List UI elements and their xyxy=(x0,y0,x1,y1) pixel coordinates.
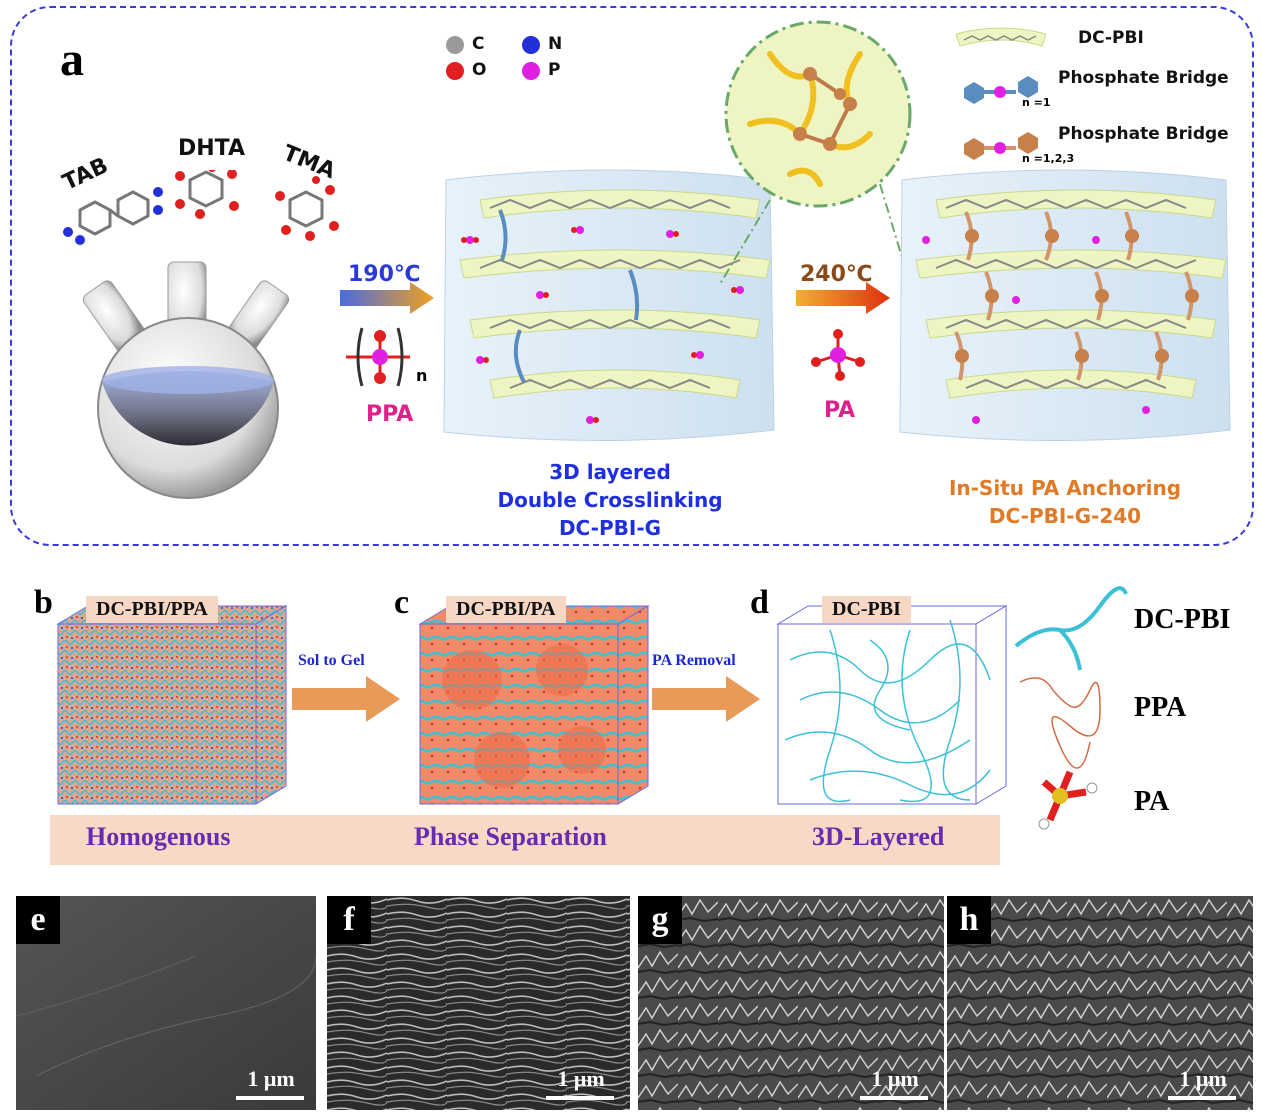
state-3d-layered: 3D-Layered xyxy=(812,822,945,851)
ppa-structure-icon xyxy=(346,327,410,387)
atom-p-icon xyxy=(522,62,540,80)
pa-molecule-3d-icon xyxy=(1038,770,1098,830)
panel-letter-d: d xyxy=(750,584,769,621)
phosphate-bridge-n1-icon xyxy=(964,76,1038,104)
dc-pbi-g-layered-structure-illustration xyxy=(443,169,775,442)
caption-right: In-Situ PA Anchoring DC-PBI-G-240 xyxy=(900,474,1230,530)
atom-o-label: O xyxy=(472,60,487,80)
scale-bar-g xyxy=(860,1096,928,1100)
simulation-box-homogenous xyxy=(56,605,288,805)
scale-label-g: 1 μm xyxy=(871,1066,919,1091)
panel-letter-c: c xyxy=(394,584,410,621)
simulation-legend-icons xyxy=(1014,586,1128,830)
box-label-dc-pbi-ppa: DC-PBI/PPA xyxy=(86,596,218,623)
arrow-label-pa-removal: PA Removal xyxy=(652,652,736,669)
box-label-dc-pbi-pa: DC-PBI/PA xyxy=(446,596,566,623)
dc-pbi-sheet-icon xyxy=(956,27,1046,47)
sol-to-gel-arrow-icon xyxy=(292,676,400,722)
scale-bar-h xyxy=(1168,1096,1236,1100)
legend-dc-pbi-text: DC-PBI xyxy=(1134,604,1231,635)
sem-letter-f: f xyxy=(327,896,371,944)
molecule-label-dhta: DHTA xyxy=(178,136,245,161)
three-neck-flask-icon xyxy=(82,261,290,499)
tma-molecule-icon xyxy=(288,190,324,228)
dc-pbi-chain-icon xyxy=(1014,586,1128,671)
legend-pa-text: PA xyxy=(1134,786,1170,817)
legend-bridge2-subscript: n =1,2,3 xyxy=(1022,152,1075,165)
legend-bridge1-subscript: n =1 xyxy=(1022,96,1051,109)
sem-letter-e: e xyxy=(16,896,60,944)
sem-image-g xyxy=(638,896,944,1110)
sem-image-h xyxy=(947,896,1253,1110)
state-phase-separation: Phase Separation xyxy=(414,822,607,851)
legend-bridge2-label: Phosphate Bridge xyxy=(1058,124,1229,144)
atom-c-icon xyxy=(446,36,464,54)
state-homogenous: Homogenous xyxy=(86,822,231,851)
atom-p-label: P xyxy=(548,60,561,80)
scale-label-f: 1 μm xyxy=(557,1066,605,1091)
pa-molecule-icon xyxy=(811,329,865,381)
scale-label-h: 1 μm xyxy=(1179,1066,1227,1091)
caption-middle: 3D layered Double Crosslinking DC-PBI-G xyxy=(470,458,750,542)
caption-right-line1: In-Situ PA Anchoring xyxy=(948,476,1182,500)
ppa-chain-icon xyxy=(1019,677,1101,769)
simulation-box-3d-layered xyxy=(776,605,1008,805)
caption-middle-line3: DC-PBI-G xyxy=(558,516,662,540)
atom-o-icon xyxy=(446,62,464,80)
panel-a-frame xyxy=(10,6,1254,546)
sem-image-f xyxy=(327,896,630,1110)
pa-removal-arrow-icon xyxy=(652,676,760,722)
ppa-subscript: n xyxy=(416,366,428,385)
arrow-label-sol-to-gel: Sol to Gel xyxy=(298,652,365,669)
scale-bar-f xyxy=(546,1096,614,1100)
monomers-and-flask-illustration xyxy=(63,170,339,499)
state-band xyxy=(50,815,1000,865)
step1-arrow-icon xyxy=(340,282,434,314)
sem-image-e xyxy=(16,896,316,1110)
step2-temperature: 240℃ xyxy=(800,262,873,287)
atom-n-label: N xyxy=(548,34,563,54)
dc-pbi-g-240-structure-illustration xyxy=(899,169,1231,442)
step2-reagent-label: PA xyxy=(824,398,856,423)
atom-n-icon xyxy=(522,36,540,54)
scale-bar-e xyxy=(236,1096,304,1100)
atom-c-label: C xyxy=(472,34,485,54)
phosphate-bridge-n123-icon xyxy=(964,132,1038,160)
scale-label-e: 1 μm xyxy=(247,1066,295,1091)
legend-ppa-text: PPA xyxy=(1134,692,1187,723)
legend-dc-pbi-label: DC-PBI xyxy=(1078,28,1144,48)
atom-legend: C N O P xyxy=(446,34,586,86)
structure-legend-icons xyxy=(956,27,1046,160)
sem-letter-g: g xyxy=(638,896,682,944)
caption-middle-line2: Double Crosslinking xyxy=(497,488,723,512)
caption-middle-line1: 3D layered xyxy=(549,460,671,484)
tab-molecule-icon xyxy=(78,190,150,236)
panel-letter-b: b xyxy=(34,584,53,621)
legend-bridge1-label: Phosphate Bridge xyxy=(1058,68,1229,88)
panel-letter-a: a xyxy=(60,33,84,86)
box-label-dc-pbi: DC-PBI xyxy=(822,596,911,623)
step2-arrow-icon xyxy=(796,282,890,314)
simulation-box-phase-separation xyxy=(418,605,650,805)
step1-temperature: 190℃ xyxy=(348,262,421,287)
sem-letter-h: h xyxy=(947,896,991,944)
caption-right-line2: DC-PBI-G-240 xyxy=(988,504,1142,528)
dhta-molecule-icon xyxy=(188,170,224,208)
step1-reagent-label: PPA xyxy=(366,402,414,427)
